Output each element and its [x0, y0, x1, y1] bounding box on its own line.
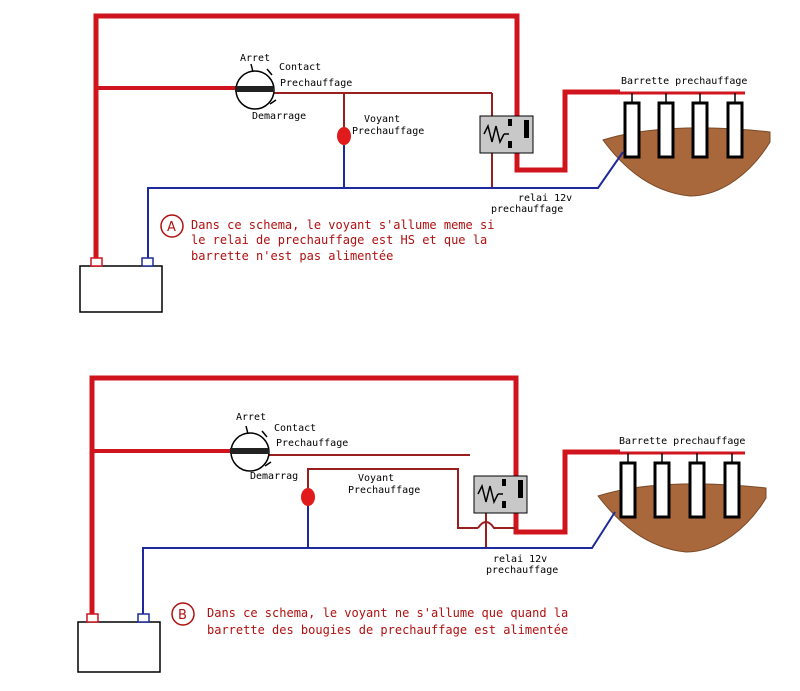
switch-label-arret-b: Arret [236, 412, 266, 423]
indicator-label-line1-b: Voyant [358, 473, 394, 484]
glow-plugs-a [623, 93, 744, 159]
indicator-feed-wire-b [307, 468, 478, 529]
letter-b: B [178, 608, 187, 623]
ignition-switch-a [235, 63, 277, 110]
battery-b [77, 621, 161, 673]
battery-positive-terminal-a [90, 257, 103, 267]
glow-plug-b-3 [688, 453, 706, 519]
battery-positive-wire-a [93, 13, 520, 262]
switch-label-demarrage-a: Demarrage [252, 111, 306, 122]
note-a-line2: le relai de prechauffage est HS et que l… [191, 233, 487, 247]
glow-plug-b-4 [723, 453, 741, 519]
relay-a [479, 115, 534, 154]
indicator-label-line2-b: Prechauffage [348, 485, 420, 496]
battery-positive-wire-b [89, 375, 519, 618]
switch-label-contact-b: Contact [274, 423, 316, 434]
wire-crossover-b [477, 521, 516, 529]
relay-to-bar-wire-b [513, 449, 620, 535]
glow-plug-b-1 [619, 453, 637, 519]
relay-to-bar-wire-a [514, 89, 620, 173]
relay-label-line2-a: prechauffage [491, 204, 563, 215]
indicator-label-line2-a: Prechauffage [352, 126, 424, 137]
glow-plug-b-2 [653, 453, 671, 519]
note-b-line1: Dans ce schema, le voyant ne s'allume qu… [207, 606, 568, 620]
note-a-line3: barrette n'est pas alimentée [191, 249, 393, 263]
diagram-a: Arret Contact Prechauffage Demarrage Voy… [79, 13, 771, 313]
letter-circle-b [171, 602, 195, 626]
relay-label-line1-a: relai 12v [518, 193, 572, 204]
relay-b [473, 475, 528, 514]
battery-positive-terminal-b [86, 613, 99, 623]
letter-circle-a [160, 214, 184, 238]
switch-label-prechauffage-a: Prechauffage [280, 78, 352, 89]
battery-a [79, 265, 163, 313]
diagram-b: Arret Contact Prechauffage Demarrag Voya… [77, 375, 767, 673]
ignition-switch-b [230, 425, 272, 472]
ground-wire-b [142, 511, 616, 618]
switch-label-demarrage-b: Demarrag [250, 471, 298, 482]
glow-plug-a-4 [726, 93, 744, 159]
glow-plug-a-1 [623, 93, 641, 159]
glow-plugs-b [619, 453, 741, 519]
indicator-lamp-a [337, 127, 351, 145]
ground-wire-a [147, 151, 624, 262]
battery-negative-terminal-b [137, 613, 150, 623]
indicator-label-line1-a: Voyant [364, 114, 400, 125]
switch-label-contact-a: Contact [279, 62, 321, 73]
battery-negative-terminal-a [141, 257, 154, 267]
relay-label-line2-b: prechauffage [486, 565, 558, 576]
relay-label-line1-b: relai 12v [493, 554, 547, 565]
glow-plug-a-2 [657, 93, 675, 159]
switch-label-arret-a: Arret [240, 53, 270, 64]
note-a-line1: Dans ce schema, le voyant s'allume meme … [191, 218, 494, 232]
glow-bar-label-a: Barrette prechauffage [621, 76, 747, 87]
note-b-line2: barrette des bougies de prechauffage est… [207, 623, 568, 637]
glow-plug-a-3 [691, 93, 709, 159]
letter-a: A [167, 220, 176, 235]
glow-bar-label-b: Barrette prechauffage [619, 436, 745, 447]
indicator-lamp-b [301, 488, 315, 506]
switch-label-prechauffage-b: Prechauffage [276, 438, 348, 449]
